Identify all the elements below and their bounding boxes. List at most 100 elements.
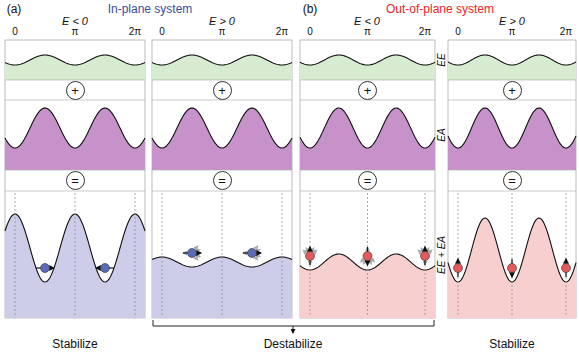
field-sign: E > 0 [499,16,525,27]
column-frame [5,40,145,318]
spin [96,264,114,273]
energy-column [152,40,292,318]
spin [243,246,261,260]
operator-sign: + [364,84,372,97]
spin [183,246,201,260]
band-edge [152,100,292,101]
field-sign: E < 0 [62,16,88,27]
equals-circle: = [213,171,232,190]
plus-circle: + [358,81,377,100]
spin [36,264,54,273]
band-edge [5,100,145,101]
energy-curve [300,108,435,148]
angle-tick: 2π [129,27,141,37]
panel-label: (a) [7,3,22,15]
energy-axis-label: EE [437,53,447,66]
spin [508,259,517,277]
energy-curve [152,108,292,148]
operator-sign: + [71,84,79,97]
spin-ball [562,264,571,273]
guide-line [75,193,76,316]
angle-tick: 2π [276,27,288,37]
equals-circle: = [358,171,377,190]
spin [454,259,463,277]
spin-ball [508,264,517,273]
guide-line [135,193,136,316]
energy-area [5,108,145,170]
angle-tick: 2π [560,27,572,37]
energy-area [5,55,145,80]
energy-area [300,55,435,80]
energy-area [448,108,576,170]
energy-curve [5,55,145,65]
outcome-label: Stabilize [52,338,97,350]
angle-tick: π [364,27,371,37]
angle-tick: 0 [159,27,165,37]
energy-area [300,108,435,170]
energy-axis-label: EE + EA [437,236,447,274]
column-frame [300,40,435,318]
operator-sign: = [71,174,79,187]
field-sign: E < 0 [354,16,380,27]
spin-ball [421,252,430,261]
field-sign: E > 0 [209,16,235,27]
band-edge [5,191,145,192]
guide-line [282,193,283,316]
operator-sign: = [218,174,226,187]
spin [303,247,317,265]
energy-column [5,40,145,318]
spin-ball [101,264,110,273]
energy-area [152,55,292,80]
operator-sign: = [364,174,372,187]
angle-tick: π [509,27,516,37]
guide-line [566,193,567,316]
outcome-label: Destabilize [264,338,323,350]
equals-circle: = [66,171,85,190]
column-frame [152,40,292,318]
guide-line [162,193,163,316]
outcome-label: Stabilize [489,338,534,350]
energy-curve [300,55,435,65]
spin-ball [454,264,463,273]
energy-curve [5,108,145,148]
panel-title: Out-of-plane system [386,3,494,15]
energy-area [152,108,292,170]
operator-sign: + [508,84,516,97]
angle-tick: 2π [419,27,431,37]
column-frame [448,40,576,318]
angle-tick: 0 [12,27,18,37]
band-edge [300,100,435,101]
panel-label: (b) [303,3,318,15]
band-edge [448,191,576,192]
angle-tick: 0 [455,27,461,37]
spin-ball [363,252,372,261]
energy-curve [5,214,145,282]
panel-title: In-plane system [108,3,193,15]
band-edge [448,100,576,101]
energy-curve [448,108,576,148]
equals-circle: = [503,171,522,190]
band-edge [152,191,292,192]
energy-column [448,40,576,318]
operator-sign: = [508,174,516,187]
energy-area [448,55,576,80]
plus-circle: + [213,81,232,100]
operator-sign: + [218,84,226,97]
spin-ball [248,249,257,258]
plus-circle: + [503,81,522,100]
spin-ball [188,249,197,258]
angle-tick: π [72,27,79,37]
angle-tick: π [219,27,226,37]
band-edge [300,191,435,192]
energy-axis-label: EA [437,128,447,141]
bracket [153,320,434,333]
energy-curve [152,55,292,65]
angle-tick: 0 [307,27,313,37]
spin [562,259,571,277]
spin [418,247,432,265]
plus-circle: + [66,81,85,100]
guide-line [512,193,513,316]
guide-line [222,193,223,316]
energy-curve [448,55,576,65]
